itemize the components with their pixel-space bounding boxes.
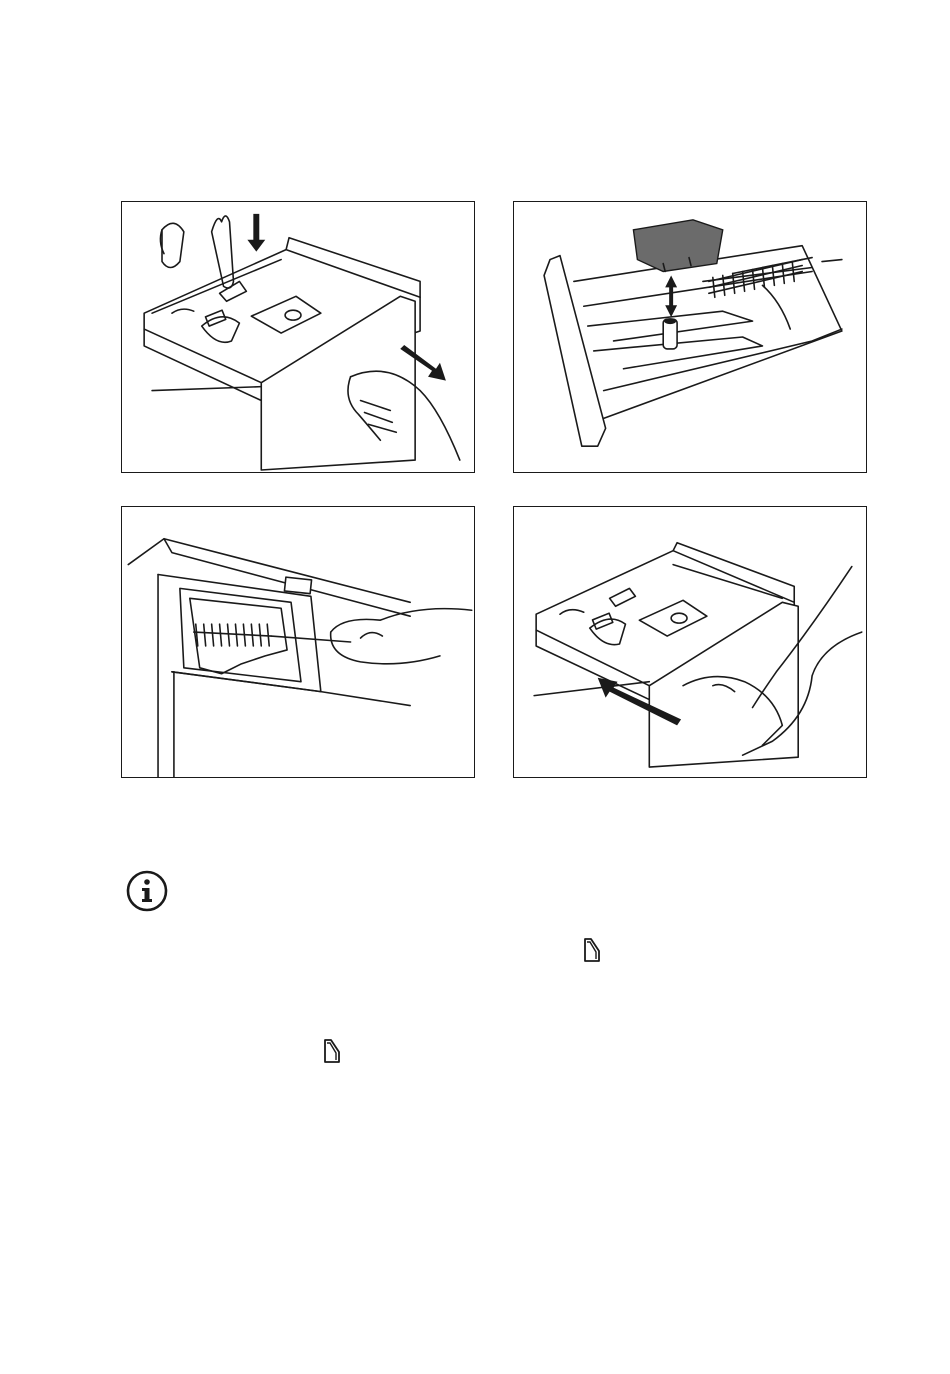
figure-step-4-insert-drawer bbox=[513, 506, 867, 778]
brush-icon bbox=[709, 260, 802, 298]
illustration-remove-flap bbox=[514, 202, 866, 472]
softener-compartment-icon bbox=[582, 937, 602, 963]
illustration-clean-recess bbox=[122, 507, 474, 777]
illustration-remove-drawer bbox=[122, 202, 474, 472]
brush-icon bbox=[194, 624, 351, 646]
info-icon bbox=[126, 870, 168, 912]
figure-step-3-clean-recess bbox=[121, 506, 475, 778]
illustration-insert-drawer bbox=[514, 507, 866, 777]
figure-step-1-remove-drawer bbox=[121, 201, 475, 473]
softener-compartment-icon bbox=[322, 1038, 342, 1064]
figure-step-2-remove-flap bbox=[513, 201, 867, 473]
